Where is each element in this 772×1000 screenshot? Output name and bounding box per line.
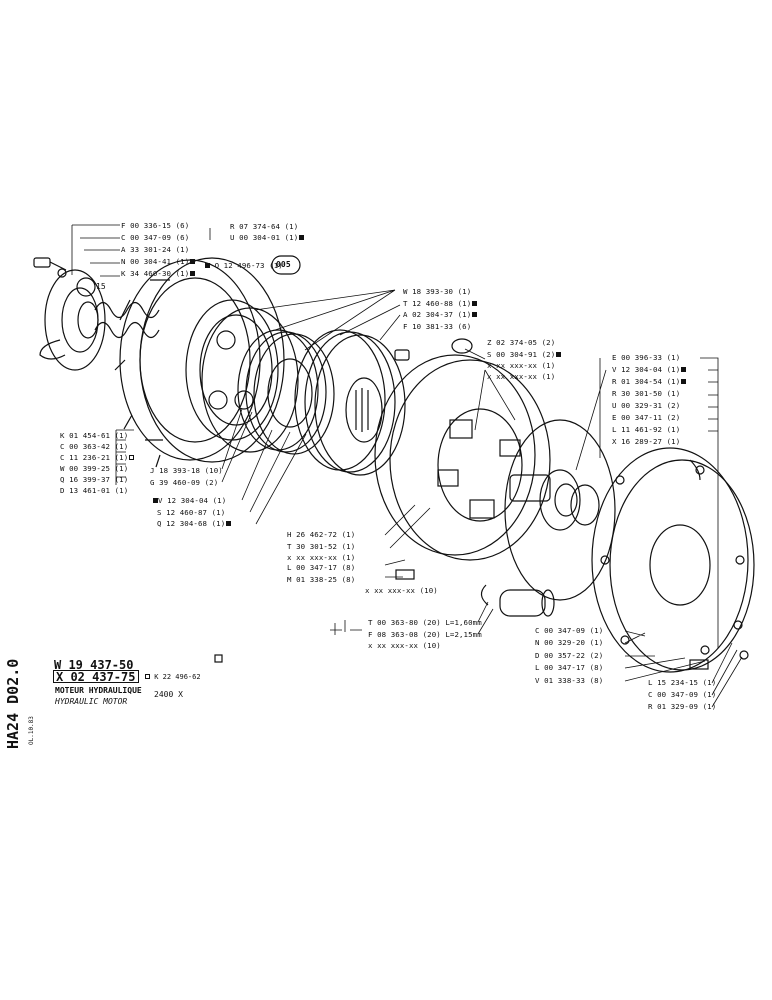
- part-ref: x xx xxx-xx (1): [487, 372, 556, 381]
- part-ref: L 15 234-15 (1): [648, 678, 717, 687]
- part-ref: U 00 329-31 (2): [612, 401, 681, 410]
- part-ref: U 00 304-01 (1): [230, 233, 305, 242]
- ref-kit: X 02 437-75: [53, 670, 139, 684]
- part-ref: L 11 461-92 (1): [612, 425, 681, 434]
- part-ref: C 00 347-09 (6): [121, 233, 190, 242]
- part-ref: N 00 304-41 (1): [121, 257, 196, 266]
- part-ref: V 01 338-33 (8): [535, 676, 604, 685]
- part-ref: N 00 329-20 (1): [535, 638, 604, 647]
- part-ref: x xx xxx-xx (1): [487, 361, 556, 370]
- friction-discs: [237, 329, 335, 455]
- shaft-bearing: [509, 469, 600, 531]
- title-fr: MOTEUR HYDRAULIQUE: [55, 686, 142, 695]
- sheet-code: HA24 D02.0: [4, 658, 22, 749]
- end-cover-part: [33, 257, 106, 371]
- part-ref: S 00 304-91 (2): [487, 350, 562, 359]
- part-ref: E 00 347-11 (2): [612, 413, 681, 422]
- piston-part: [294, 329, 406, 476]
- gasket-ring: [504, 419, 616, 601]
- part-ref: C 00 363-42 (1): [60, 442, 129, 451]
- part-ref: M 01 338-25 (8): [287, 575, 356, 584]
- part-ref: Q 12 304-68 (1): [157, 519, 232, 528]
- ref-main: W 19 437-50: [54, 658, 134, 672]
- part-ref: K 34 460-30 (1): [121, 269, 196, 278]
- part-ref: C 11 236-21 (1): [60, 453, 135, 462]
- part-ref: F 10 381-33 (6): [403, 322, 472, 331]
- gear-carrier-part: [185, 299, 299, 453]
- part-ref: R 01 304-54 (1): [612, 377, 687, 386]
- part-ref: Z 02 374-05 (2): [487, 338, 556, 347]
- part-ref: D 13 461-01 (1): [60, 486, 129, 495]
- model-number: 2400 X: [154, 690, 183, 699]
- part-ref: W 00 399-25 (1): [60, 464, 129, 473]
- part-ref: F 00 336-15 (6): [121, 221, 190, 230]
- part-ref: V 12 304-04 (1): [612, 365, 687, 374]
- part-ref: G 39 460-09 (2): [150, 478, 219, 487]
- part-ref: H 26 462-72 (1): [287, 530, 356, 539]
- part-ref: J 18 393-18 (10): [150, 466, 223, 475]
- part-ref: C 00 347-09 (1): [648, 690, 717, 699]
- part-ref: T 12 460-88 (1): [403, 299, 478, 308]
- part-ref: T 30 301-52 (1): [287, 542, 356, 551]
- inlet-pipe: [480, 584, 555, 617]
- part-ref: E 00 396-33 (1): [612, 353, 681, 362]
- part-ref: x xx xxx-xx (10): [365, 586, 438, 595]
- part-ref: R 07 374-64 (1): [230, 222, 299, 231]
- leader-lines: [71, 224, 743, 708]
- part-ref: L 00 347-17 (8): [287, 563, 356, 572]
- part-ref: S 12 460-87 (1): [157, 508, 226, 517]
- callout-circles: [76, 255, 301, 663]
- part-ref: x xx xxx-xx (10): [368, 641, 441, 650]
- part-ref: Q 12 496-73 (1): [204, 261, 283, 270]
- part-ref: W 18 393-30 (1): [403, 287, 472, 296]
- part-ref: F 08 363-08 (20) L=2,15mm: [368, 630, 482, 639]
- part-ref: Q 16 399-37 (1): [60, 475, 129, 484]
- part-ref: A 02 304-37 (1): [403, 310, 478, 319]
- part-ref: C 00 347-09 (1): [535, 626, 604, 635]
- part-ref: X 16 289-27 (1): [612, 437, 681, 446]
- ref-alt: K 22 496-62: [144, 673, 201, 681]
- part-ref: R 01 329-09 (1): [648, 702, 717, 711]
- part-ref: A 33 301-24 (1): [121, 245, 190, 254]
- spring-part: [94, 301, 160, 339]
- sheet-date: OL.10.83: [28, 716, 35, 745]
- part-ref: T 00 363-80 (20) L=1,60mm: [368, 618, 482, 627]
- part-ref: K 01 454-61 (1): [60, 431, 129, 440]
- part-ref: x xx xxx-xx (1): [287, 553, 356, 562]
- plug-fittings: [394, 338, 749, 670]
- callout-number: 15: [96, 282, 106, 291]
- part-ref: R 30 301-50 (1): [612, 389, 681, 398]
- part-ref: D 00 357-22 (2): [535, 651, 604, 660]
- title-en: HYDRAULIC MOTOR: [55, 697, 128, 706]
- badge-number: 005: [276, 260, 291, 269]
- end-flange: [591, 447, 755, 673]
- part-ref: V 12 304-04 (1): [152, 496, 226, 505]
- motor-body: [374, 354, 551, 561]
- part-ref: L 00 347-17 (8): [535, 663, 604, 672]
